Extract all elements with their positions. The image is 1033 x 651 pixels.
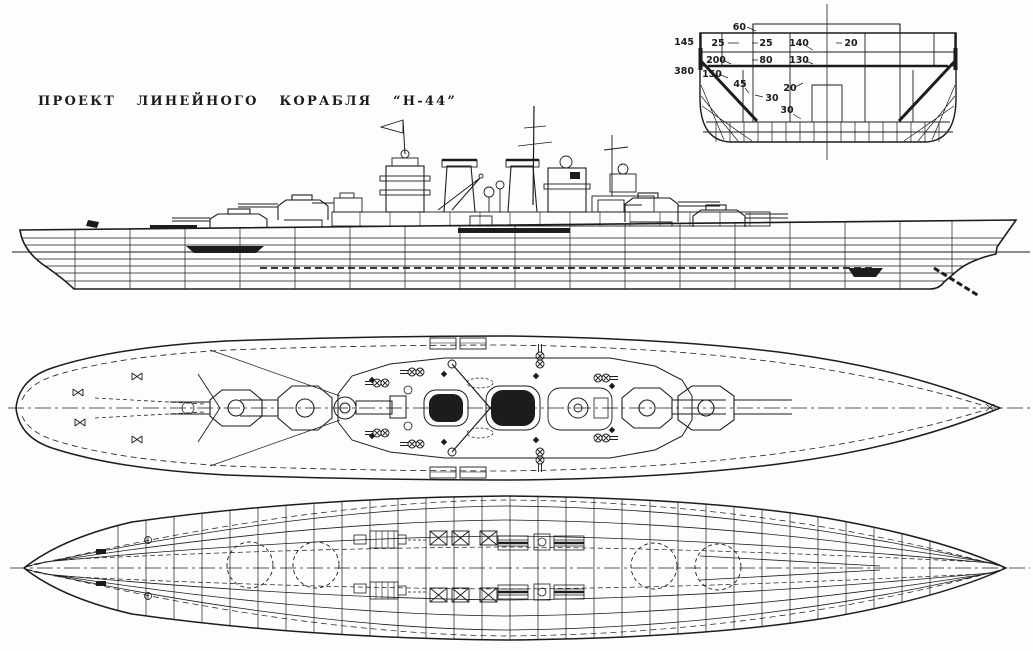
bow-fitting: [96, 581, 106, 586]
bow-fitting: [96, 549, 106, 554]
armor-label-longitudinal-bulkhead: 30: [765, 93, 779, 104]
deck-fitting: [150, 225, 197, 229]
aa-mount: [399, 367, 425, 377]
armor-label-belt-backing: 200: [706, 55, 726, 66]
aa-mount: [593, 433, 619, 443]
machinery-detail: [144, 530, 551, 601]
armor-label-inner-bottom: 30: [780, 105, 794, 116]
aa-mount: [535, 343, 545, 369]
turret-c-profile: [624, 192, 720, 226]
barbette-circle: [694, 543, 742, 591]
hull-platform-outline: [22, 495, 1008, 641]
armor-label-main-belt: 380: [674, 66, 694, 77]
midship-section-view: 60 145 380 25 25 140 20 200 80 130 150 4…: [674, 4, 958, 160]
superstructure-plan: [333, 357, 693, 459]
aa-mount: [399, 439, 425, 449]
armor-label-upper-deck-outer: 20: [844, 38, 858, 49]
stores-box: [451, 530, 470, 546]
barbette-circle: [226, 541, 274, 589]
armor-thickness-labels: 60 145 380 25 25 140 20 200 80 130 150 4…: [674, 22, 858, 116]
armor-label-torpedo-bulkhead: 45: [733, 79, 746, 90]
armor-label-upper-deck-inner: 25: [759, 38, 772, 49]
stern-fitting: [848, 268, 883, 277]
armor-label-armour-deck-flat: 80: [759, 55, 773, 66]
aft-funnel: [491, 390, 535, 426]
ships-boats: [429, 337, 487, 479]
signal-flag: [379, 119, 404, 134]
anchor-symbol: [131, 372, 143, 381]
anchor-symbol: [72, 388, 84, 397]
turret-b-profile: [238, 194, 329, 228]
barbette-circle: [630, 542, 678, 590]
armor-label-upper-deck-centre: 140: [789, 38, 809, 49]
machinery-block: [496, 583, 530, 601]
turret-a-profile: [172, 208, 268, 228]
deck-plan-view: [8, 335, 1030, 481]
aa-mount: [593, 373, 619, 383]
drawing-title: ПРОЕКТ ЛИНЕЙНОГО КОРАБЛЯ “Н-44”: [38, 94, 458, 109]
hull-profile-outline: [19, 219, 1018, 290]
stores-box: [429, 530, 448, 546]
turret-d-profile: [692, 204, 788, 227]
turret-c-plan: [621, 387, 726, 429]
forward-funnel: [429, 394, 463, 422]
armor-label-splinter-deck: 20: [783, 83, 797, 94]
superstructure-profile: [312, 105, 771, 227]
aa-mount: [535, 447, 545, 473]
stores-box: [429, 587, 448, 603]
aa-mount: [364, 428, 390, 438]
armor-label-deckhouse-top: 60: [733, 22, 747, 33]
machinery-block: [496, 534, 530, 552]
turret-d-plan: [677, 385, 792, 431]
profile-view: [12, 105, 1030, 298]
boat-row-silhouette: [458, 228, 570, 233]
barbette-circle: [292, 541, 340, 589]
breakwater: [197, 373, 221, 443]
turret-b-plan: [240, 385, 333, 431]
armor-label-belt-slope: 150: [702, 69, 722, 80]
armor-label-upper-deck-side: 25: [711, 38, 724, 49]
stores-box: [451, 587, 470, 603]
machinery-block: [552, 583, 586, 601]
anchor-symbol: [131, 435, 143, 444]
armor-label-upper-belt: 145: [674, 37, 694, 48]
anchor-symbol: [74, 418, 86, 427]
aa-mount: [364, 378, 390, 388]
boat-silhouette: [186, 246, 264, 253]
platform-deck-view: [10, 495, 1030, 641]
armor-label-armour-deck-outer: 130: [789, 55, 809, 66]
stores-box: [479, 530, 498, 546]
anchor-icon: [86, 220, 99, 228]
